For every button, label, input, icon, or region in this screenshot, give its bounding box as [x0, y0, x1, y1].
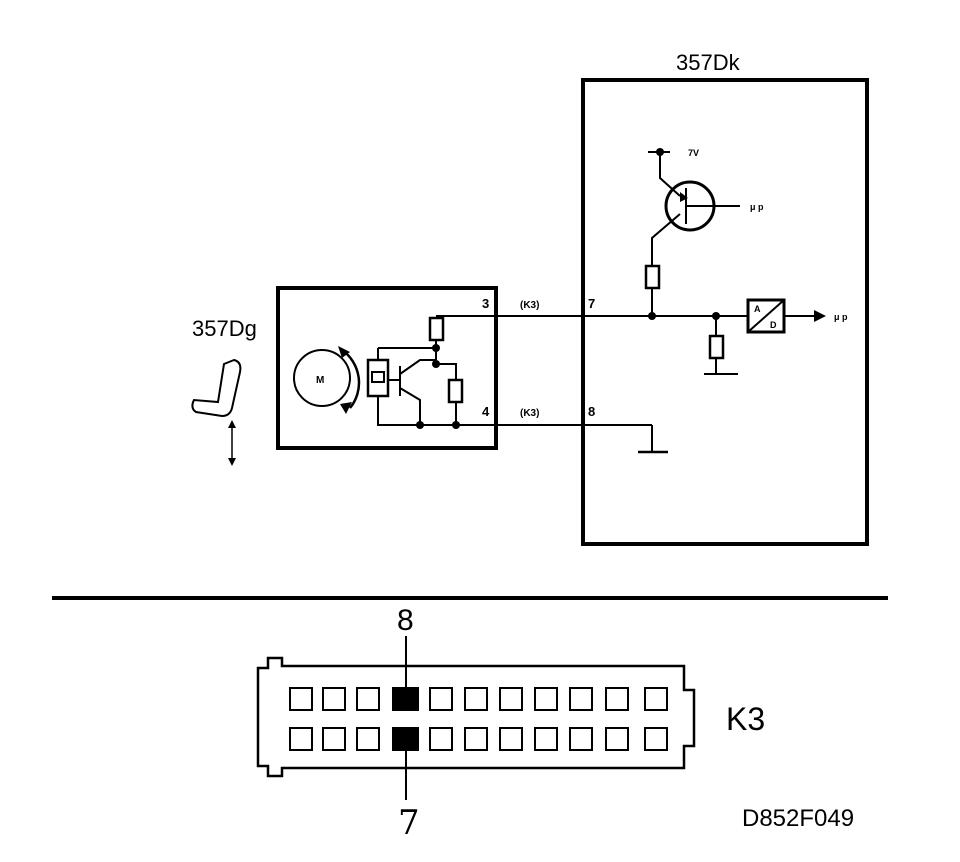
- motor-label: M: [316, 375, 324, 386]
- connector-pin-top-label: 8: [397, 604, 414, 637]
- wire-pin4-pin8: 4 (K3) 8: [482, 404, 595, 426]
- microprocessor-label-right: μ p: [834, 312, 848, 322]
- connector-row-top: [289, 687, 668, 711]
- connector-outline: [256, 656, 696, 778]
- module-357dk: 357Dk 7V μ p A D μ p: [581, 50, 869, 546]
- microprocessor-label-top: μ p: [750, 202, 764, 212]
- supply-voltage-label: 7V: [688, 148, 699, 158]
- ad-converter-a: A: [754, 304, 761, 314]
- wire-pin-left-4: 4: [482, 404, 490, 419]
- figure-code: D852F049: [742, 805, 854, 832]
- module-357dg-label: 357Dg: [192, 316, 257, 341]
- seat-icon: [191, 358, 242, 466]
- resistor-lower: [447, 378, 464, 404]
- wire-pin-left-3: 3: [482, 296, 489, 311]
- wire-connector-label-bottom: (K3): [520, 408, 539, 419]
- wire-pin-right-8: 8: [588, 404, 595, 419]
- module-357dg: 357Dg M: [191, 286, 498, 466]
- connector-label: K3: [726, 701, 765, 737]
- module-357dg-box: [276, 286, 498, 450]
- resistor-pulldown: [708, 334, 725, 360]
- resistor-pullup: [644, 264, 661, 290]
- connector-k3: K3 8: [256, 604, 765, 843]
- wire-pin3-pin7: 3 (K3) 7: [482, 296, 595, 317]
- module-357dk-box: [581, 78, 869, 546]
- connector-pin-bottom-label: 7: [398, 803, 420, 843]
- wire-pin-right-7: 7: [588, 296, 595, 311]
- module-357dk-label: 357Dk: [676, 50, 741, 75]
- connector-row-bottom: [289, 727, 668, 751]
- resistor-upper: [428, 316, 445, 342]
- wire-connector-label-top: (K3): [520, 300, 539, 311]
- motor-symbol: [293, 349, 351, 407]
- ad-converter-d: D: [770, 320, 777, 330]
